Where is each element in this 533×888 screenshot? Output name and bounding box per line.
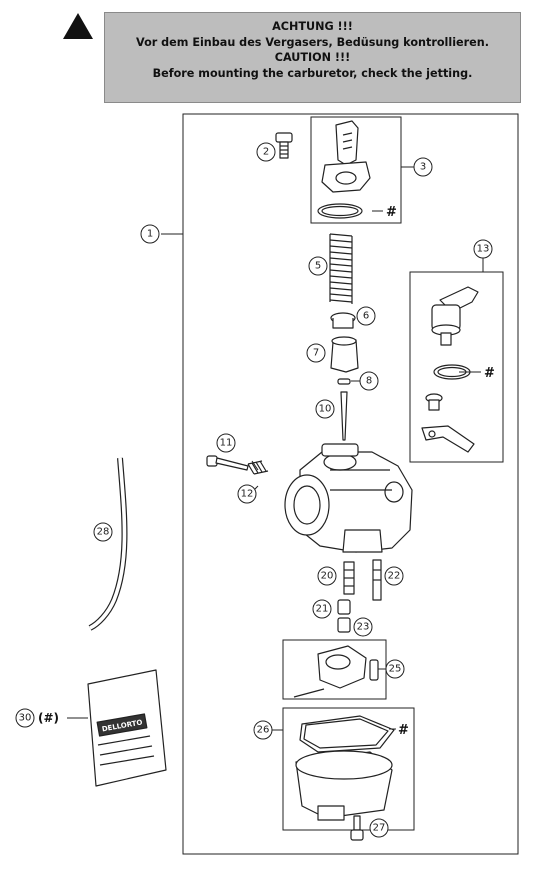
- callout-3: [413, 157, 433, 177]
- part-26-float-bowl: [295, 715, 395, 821]
- part-27-screw: [350, 815, 364, 841]
- callout-21-label: 21: [316, 604, 329, 615]
- caution-banner: ACHTUNG !!! Vor dem Einbau des Vergasers…: [104, 12, 521, 103]
- hash-mark-part-3: #: [386, 205, 397, 220]
- part-21-main-jet: [337, 599, 351, 615]
- caution-line-en-text: Before mounting the carburetor, check th…: [152, 66, 473, 80]
- callout-5-label: 5: [315, 261, 321, 272]
- callout-11: [216, 433, 236, 453]
- callout-7-label: 7: [313, 348, 319, 359]
- assembly-frame: [182, 113, 519, 855]
- callout-13-label: 13: [477, 244, 490, 255]
- callout-27-label: 27: [373, 823, 386, 834]
- callout-2-label: 2: [263, 147, 269, 158]
- callout-20-label: 20: [321, 571, 334, 582]
- caution-line-en-title: CAUTION !!!: [274, 51, 351, 64]
- part-7-throttle-slide: [330, 336, 359, 373]
- part-6-clip-holder: [330, 312, 356, 329]
- callout-8: [359, 371, 379, 391]
- callout-30: [15, 708, 35, 728]
- callout-26: [253, 720, 273, 740]
- part-3-choke-lever: [321, 120, 371, 193]
- callout-28: [93, 522, 113, 542]
- part-2-screw: [275, 132, 293, 159]
- callout-13: [473, 239, 493, 259]
- callout-27: [369, 818, 389, 838]
- callout-20: [317, 566, 337, 586]
- part-25-float: [293, 645, 379, 698]
- part-8-needle-clip: [337, 378, 351, 385]
- callout-23: [353, 617, 373, 637]
- box-part-3: [310, 116, 402, 224]
- callout-6: [356, 306, 376, 326]
- part-12-spring: [247, 460, 269, 475]
- callout-22: [384, 566, 404, 586]
- package-hash-label: (#): [38, 711, 59, 725]
- callout-30-label: 30: [19, 713, 32, 724]
- callout-25-label: 25: [389, 664, 402, 675]
- part-28-fuel-hose: [88, 457, 128, 631]
- part-10-jet-needle: [340, 391, 348, 441]
- callout-23-label: 23: [357, 622, 370, 633]
- part-23-idle-jet: [337, 617, 351, 633]
- callout-2: [256, 142, 276, 162]
- callout-26-label: 26: [257, 725, 270, 736]
- callout-8-label: 8: [366, 376, 372, 387]
- caution-line-de-title: ACHTUNG !!!: [272, 20, 353, 33]
- warning-triangle-icon: [63, 13, 93, 39]
- part-22-jet: [372, 559, 382, 601]
- hash-mark-part-13: #: [484, 366, 495, 381]
- callout-22-label: 22: [388, 571, 401, 582]
- callout-10: [315, 399, 335, 419]
- part-3-oring: [317, 203, 363, 219]
- box-part-26: [282, 707, 415, 831]
- callout-12-label: 12: [241, 489, 254, 500]
- callout-25: [385, 659, 405, 679]
- part-13-choke-assembly: [421, 286, 479, 453]
- callout-3-label: 3: [420, 162, 426, 173]
- callout-21: [312, 599, 332, 619]
- callout-28-label: 28: [97, 527, 110, 538]
- part-5-spring: [329, 233, 353, 304]
- box-part-13: [409, 271, 504, 463]
- carburetor-body: [284, 443, 413, 553]
- hash-mark-part-26: #: [398, 723, 409, 738]
- part-30-jet-kit-package: [87, 669, 167, 787]
- callout-5: [308, 256, 328, 276]
- callout-10-label: 10: [319, 404, 332, 415]
- callout-12: [237, 484, 257, 504]
- caution-line-de-text: Vor dem Einbau des Vergasers, Bedüsung k…: [136, 35, 489, 49]
- part-20-jet: [343, 561, 355, 595]
- part-11-idle-screw: [206, 455, 249, 471]
- callout-1-label: 1: [147, 229, 153, 240]
- callout-1: [140, 224, 160, 244]
- callout-7: [306, 343, 326, 363]
- callout-6-label: 6: [363, 311, 369, 322]
- callout-11-label: 11: [220, 438, 233, 449]
